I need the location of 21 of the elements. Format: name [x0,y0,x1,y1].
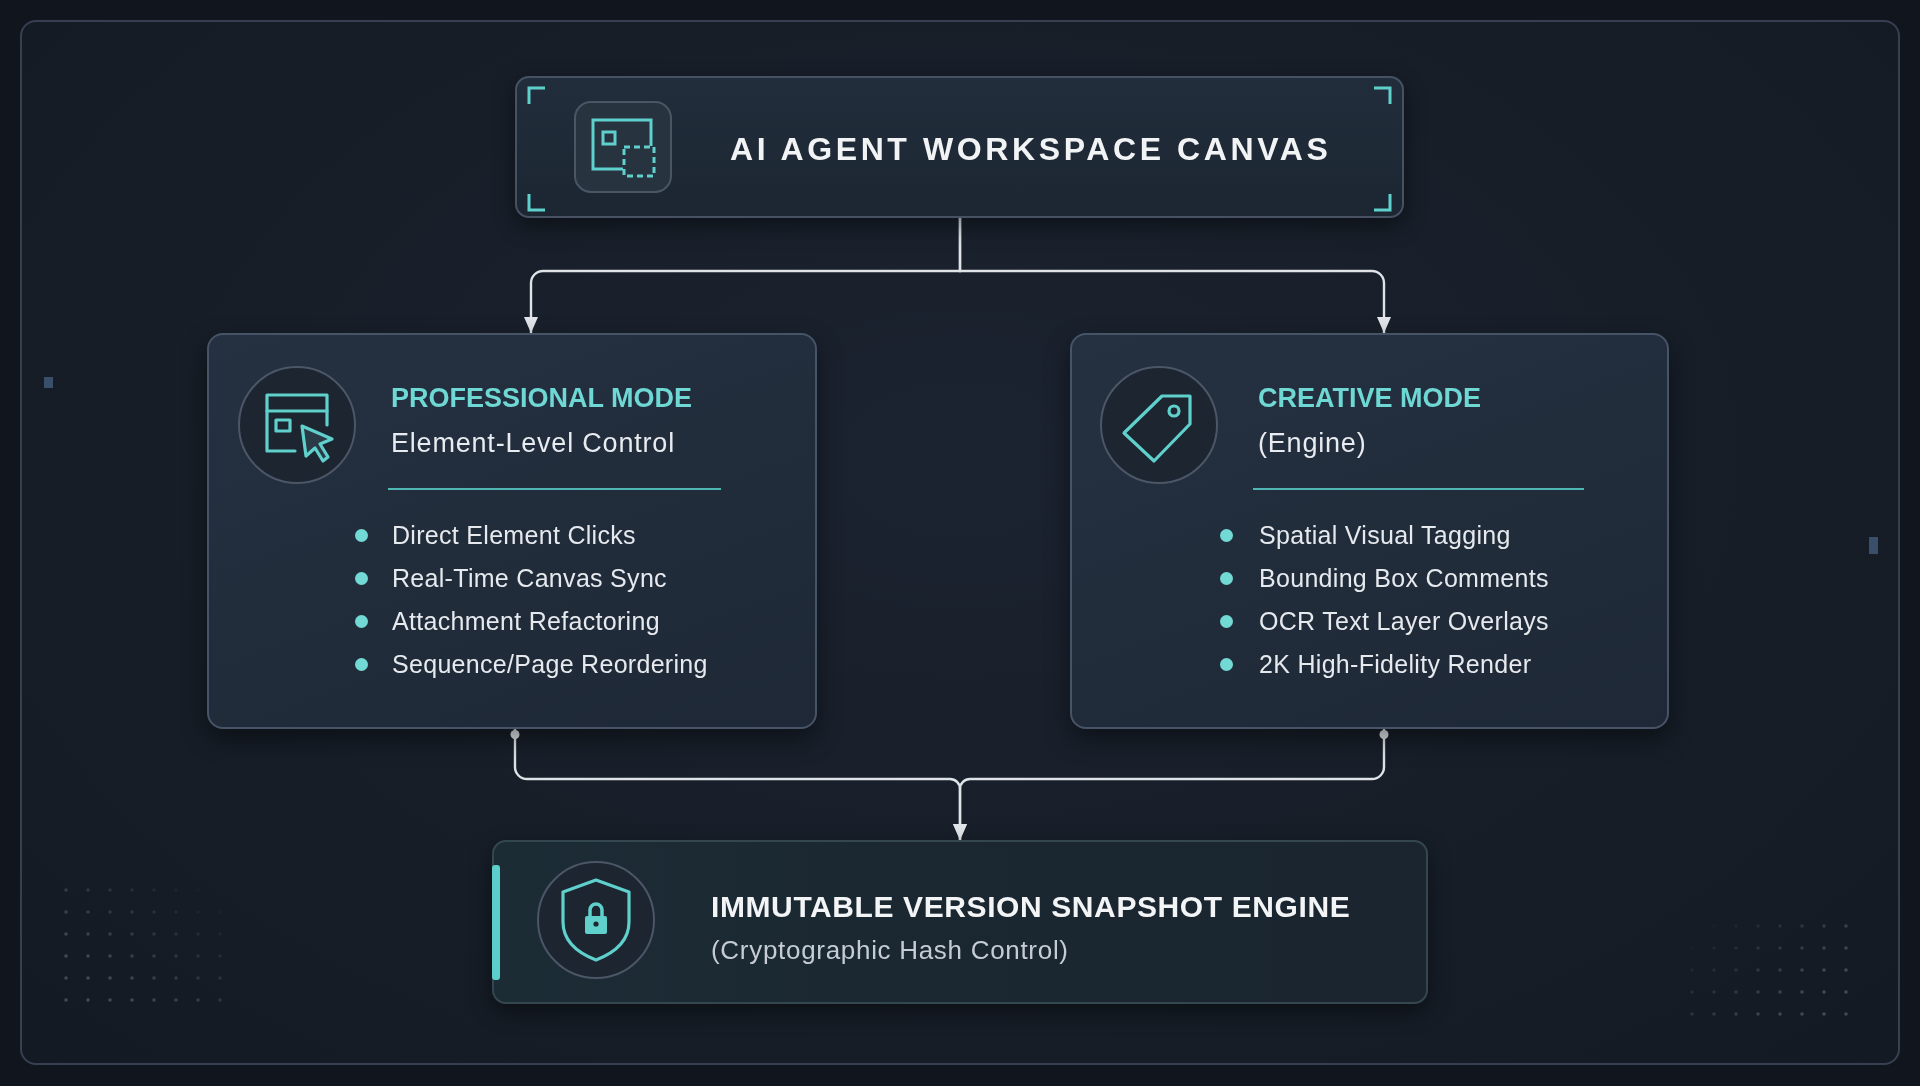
panel-title: IMMUTABLE VERSION SNAPSHOT ENGINE [711,889,1351,925]
list-item-text: Bounding Box Comments [1259,563,1549,593]
mode-card [1070,333,1669,729]
list-item-text: Direct Element Clicks [392,520,636,550]
card-heading: PROFESSIONAL MODE [391,382,693,414]
banner-title: AI AGENT WORKSPACE CANVAS [730,130,1332,168]
list-item-text: Real-Time Canvas Sync [392,563,667,593]
list-item-text: 2K High-Fidelity Render [1259,649,1532,679]
card-heading: CREATIVE MODE [1258,382,1481,414]
engine-panel [492,840,1428,1004]
list-item-text: Spatial Visual Tagging [1259,520,1511,550]
panel-subtitle: (Cryptographic Hash Control) [711,935,1069,965]
connector-arrow [958,218,1391,333]
mode-card [207,333,817,729]
list-item-text: OCR Text Layer Overlays [1259,606,1549,636]
list-item-text: Attachment Refactoring [392,606,660,636]
connector-arrow [953,729,1389,840]
title-banner [515,76,1404,218]
card-subtitle: Element-Level Control [391,427,675,459]
list-item-text: Sequence/Page Reordering [392,649,708,679]
card-subtitle: (Engine) [1258,427,1367,459]
